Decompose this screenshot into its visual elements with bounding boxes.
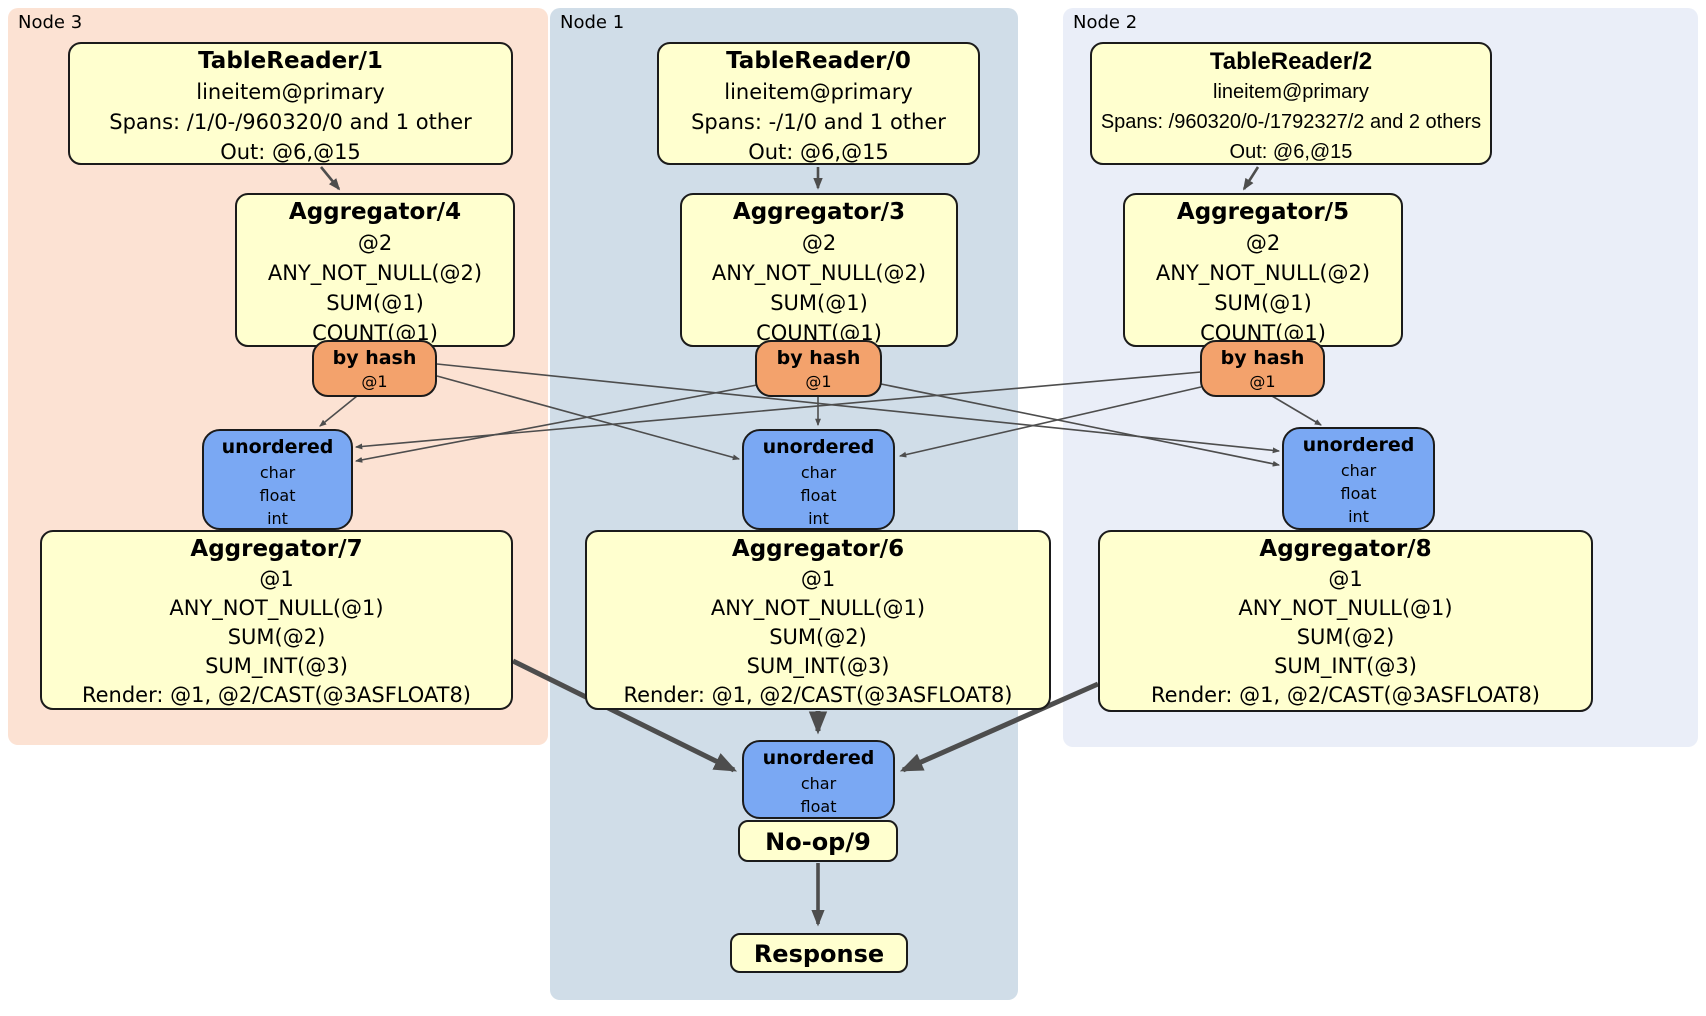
- box-line: Out: @6,@15: [1229, 141, 1353, 163]
- box-title: Aggregator/4: [288, 199, 462, 225]
- sync-line: char: [1340, 461, 1377, 480]
- sync-line: int: [267, 509, 288, 528]
- box-line: Render: @1, @2/CAST(@3ASFLOAT8): [81, 683, 472, 707]
- response-box: Response: [730, 933, 908, 973]
- box-line: ANY_NOT_NULL(@2): [711, 261, 927, 285]
- tablereader-2-box: TableReader/2 lineitem@primary Spans: /9…: [1090, 42, 1492, 165]
- sync-line: int: [1348, 507, 1369, 526]
- sync-title: unordered: [1302, 434, 1415, 456]
- edge-hash2-sync2: [1271, 395, 1322, 426]
- box-line: SUM(@2): [227, 625, 326, 649]
- box-line: lineitem@primary: [1213, 81, 1369, 103]
- edge-hash3-sync3: [319, 395, 358, 427]
- sync-line: char: [259, 463, 296, 482]
- edge-hash2-sync3: [354, 371, 1202, 450]
- noop-9-box: No-op/9: [738, 820, 898, 862]
- edge-group: [319, 166, 1322, 927]
- sync-line: float: [259, 486, 296, 505]
- box-line: ANY_NOT_NULL(@1): [710, 596, 926, 620]
- edge-hash1-sync2: [880, 383, 1281, 467]
- sync-line: char: [800, 774, 837, 793]
- tablereader-1-box: TableReader/1 lineitem@primary Spans: /1…: [68, 42, 513, 165]
- box-line: @2: [357, 231, 393, 255]
- box-title: Aggregator/5: [1176, 199, 1350, 225]
- hash-router-node3: by hash @1: [312, 340, 437, 397]
- aggregator-6-box: Aggregator/6 @1 ANY_NOT_NULL(@1) SUM(@2)…: [585, 530, 1051, 710]
- aggregator-5-box: Aggregator/5 @2 ANY_NOT_NULL(@2) SUM(@1)…: [1123, 193, 1403, 347]
- hash-router-node2: by hash @1: [1200, 340, 1325, 397]
- box-title: Response: [753, 940, 885, 968]
- box-line: ANY_NOT_NULL(@2): [1155, 261, 1371, 285]
- box-line: Out: @6,@15: [220, 140, 361, 164]
- router-line: @1: [1249, 372, 1276, 391]
- sync-line: float: [800, 486, 837, 505]
- box-line: SUM(@1): [770, 291, 868, 315]
- aggregator-7-box: Aggregator/7 @1 ANY_NOT_NULL(@1) SUM(@2)…: [40, 530, 513, 710]
- box-title: TableReader/1: [198, 48, 383, 74]
- sync-title: unordered: [221, 436, 334, 458]
- region-label-node2: Node 2: [1073, 12, 1138, 33]
- box-line: SUM(@1): [326, 291, 424, 315]
- box-title: Aggregator/8: [1259, 536, 1432, 562]
- box-line: lineitem@primary: [724, 80, 913, 104]
- box-line: @1: [259, 567, 294, 591]
- aggregator-3-box: Aggregator/3 @2 ANY_NOT_NULL(@2) SUM(@1)…: [680, 193, 958, 347]
- box-line: SUM_INT(@3): [1274, 654, 1417, 678]
- box-title: TableReader/0: [726, 48, 911, 74]
- box-line: Out: @6,@15: [748, 140, 889, 164]
- box-title: Aggregator/6: [731, 536, 905, 562]
- edge-tr2-agg5: [1242, 166, 1260, 191]
- sync-line: float: [800, 797, 837, 816]
- box-line: SUM_INT(@3): [746, 654, 890, 678]
- edge-hash2-sync1: [898, 386, 1202, 458]
- router-line: @1: [361, 372, 388, 391]
- box-line: @1: [800, 567, 836, 591]
- unordered-sync-node1: unordered char float int: [742, 429, 895, 530]
- box-line: ANY_NOT_NULL(@1): [1238, 596, 1453, 620]
- box-line: SUM(@2): [769, 625, 867, 649]
- router-title: by hash: [332, 347, 417, 369]
- region-label-node1: Node 1: [560, 12, 625, 33]
- edge-tr1-agg4: [319, 166, 341, 191]
- sync-line: char: [800, 463, 837, 482]
- sync-title: unordered: [762, 436, 875, 458]
- box-line: SUM(@2): [1296, 625, 1395, 649]
- aggregator-4-box: Aggregator/4 @2 ANY_NOT_NULL(@2) SUM(@1)…: [235, 193, 515, 347]
- box-line: Render: @1, @2/CAST(@3ASFLOAT8): [1150, 683, 1541, 707]
- region-label-node3: Node 3: [18, 12, 83, 33]
- box-line: SUM(@1): [1214, 291, 1312, 315]
- box-line: ANY_NOT_NULL(@1): [169, 596, 384, 620]
- box-title: No-op/9: [765, 828, 871, 856]
- box-title: TableReader/2: [1209, 48, 1373, 75]
- box-line: lineitem@primary: [196, 80, 385, 104]
- box-line: ANY_NOT_NULL(@2): [267, 261, 483, 285]
- edge-agg7-finalsync: [511, 658, 738, 773]
- box-line: @2: [801, 231, 837, 255]
- sync-line: int: [808, 509, 829, 528]
- unordered-sync-final: unordered char float: [742, 740, 895, 819]
- router-title: by hash: [776, 347, 861, 369]
- hash-router-node1: by hash @1: [755, 340, 882, 397]
- sync-title: unordered: [762, 747, 875, 769]
- box-line: Spans: -/1/0 and 1 other: [691, 110, 946, 134]
- unordered-sync-node3: unordered char float int: [202, 429, 353, 530]
- box-title: Aggregator/7: [190, 536, 363, 562]
- box-line: @2: [1245, 231, 1281, 255]
- edge-agg8-finalsync: [899, 681, 1100, 773]
- box-line: Spans: /960320/0-/1792327/2 and 2 others: [1100, 111, 1482, 133]
- router-line: @1: [805, 372, 832, 391]
- tablereader-0-box: TableReader/0 lineitem@primary Spans: -/…: [657, 42, 980, 165]
- edge-hash1-sync3: [354, 384, 758, 463]
- box-title: Aggregator/3: [732, 199, 906, 225]
- aggregator-8-box: Aggregator/8 @1 ANY_NOT_NULL(@1) SUM(@2)…: [1098, 530, 1593, 712]
- router-title: by hash: [1220, 347, 1305, 369]
- box-line: @1: [1328, 567, 1363, 591]
- box-line: Render: @1, @2/CAST(@3ASFLOAT8): [623, 683, 1013, 707]
- box-line: SUM_INT(@3): [205, 654, 348, 678]
- sync-line: float: [1340, 484, 1377, 503]
- unordered-sync-node2: unordered char float int: [1282, 427, 1435, 530]
- box-line: Spans: /1/0-/960320/0 and 1 other: [109, 110, 472, 134]
